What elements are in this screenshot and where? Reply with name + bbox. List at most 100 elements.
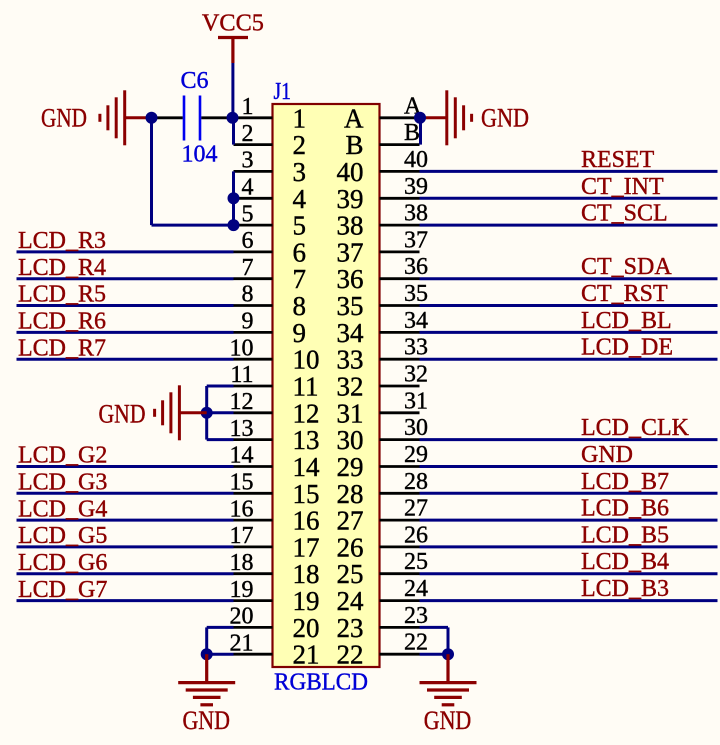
svg-text:9: 9 xyxy=(293,318,307,348)
svg-text:38: 38 xyxy=(404,201,428,227)
svg-text:39: 39 xyxy=(404,174,428,200)
svg-text:22: 22 xyxy=(337,640,364,670)
svg-text:LCD_B4: LCD_B4 xyxy=(581,549,669,575)
svg-text:2: 2 xyxy=(293,130,307,160)
svg-text:34: 34 xyxy=(404,308,428,334)
svg-text:37: 37 xyxy=(404,227,428,253)
svg-text:RGBLCD: RGBLCD xyxy=(274,669,368,696)
svg-text:5: 5 xyxy=(293,211,307,241)
svg-text:CT_SDA: CT_SDA xyxy=(581,254,672,280)
svg-text:16: 16 xyxy=(293,506,320,536)
svg-text:17: 17 xyxy=(230,523,254,549)
svg-text:34: 34 xyxy=(337,318,365,348)
svg-text:VCC5: VCC5 xyxy=(202,11,264,37)
svg-text:B: B xyxy=(404,120,420,146)
svg-text:J1: J1 xyxy=(274,79,292,105)
svg-text:104: 104 xyxy=(182,142,218,168)
svg-text:6: 6 xyxy=(242,228,254,254)
svg-text:32: 32 xyxy=(404,362,428,388)
svg-text:19: 19 xyxy=(230,577,254,603)
svg-text:CT_SCL: CT_SCL xyxy=(581,201,668,227)
svg-text:40: 40 xyxy=(337,157,364,187)
svg-text:23: 23 xyxy=(404,603,428,629)
svg-text:40: 40 xyxy=(404,147,428,173)
svg-text:LCD_G6: LCD_G6 xyxy=(18,550,107,576)
svg-text:LCD_CLK: LCD_CLK xyxy=(581,415,690,441)
svg-text:25: 25 xyxy=(404,549,428,575)
svg-text:21: 21 xyxy=(230,630,254,656)
svg-text:CT_RST: CT_RST xyxy=(581,281,668,307)
svg-text:CT_INT: CT_INT xyxy=(581,174,664,200)
svg-text:GND: GND xyxy=(424,706,472,735)
svg-text:15: 15 xyxy=(293,479,320,509)
svg-text:26: 26 xyxy=(337,532,364,562)
svg-text:8: 8 xyxy=(242,282,254,308)
svg-text:1: 1 xyxy=(242,94,254,120)
svg-text:25: 25 xyxy=(337,559,364,589)
svg-text:31: 31 xyxy=(404,388,428,414)
svg-text:30: 30 xyxy=(404,415,428,441)
svg-text:11: 11 xyxy=(293,372,319,402)
svg-text:LCD_R4: LCD_R4 xyxy=(18,255,106,281)
svg-text:27: 27 xyxy=(337,506,364,536)
svg-text:26: 26 xyxy=(404,522,428,548)
svg-text:16: 16 xyxy=(230,496,254,522)
svg-text:LCD_DE: LCD_DE xyxy=(581,335,673,361)
svg-text:GND: GND xyxy=(481,104,529,133)
svg-text:LCD_R7: LCD_R7 xyxy=(18,335,106,361)
svg-text:8: 8 xyxy=(293,291,307,321)
svg-text:9: 9 xyxy=(242,309,254,335)
svg-text:10: 10 xyxy=(230,335,254,361)
svg-text:28: 28 xyxy=(337,479,364,509)
svg-text:14: 14 xyxy=(293,452,321,482)
svg-text:37: 37 xyxy=(337,237,364,267)
svg-text:LCD_B5: LCD_B5 xyxy=(581,522,669,548)
svg-text:11: 11 xyxy=(230,362,253,388)
svg-text:RESET: RESET xyxy=(581,147,655,173)
svg-text:GND: GND xyxy=(182,706,230,735)
svg-text:1: 1 xyxy=(293,103,307,133)
svg-text:35: 35 xyxy=(404,281,428,307)
svg-text:LCD_B7: LCD_B7 xyxy=(581,469,669,495)
svg-text:29: 29 xyxy=(337,452,364,482)
svg-text:GND: GND xyxy=(99,400,146,429)
svg-text:6: 6 xyxy=(293,237,307,267)
svg-text:14: 14 xyxy=(230,443,254,469)
svg-text:28: 28 xyxy=(404,469,428,495)
svg-text:LCD_G5: LCD_G5 xyxy=(18,523,107,549)
svg-text:LCD_R6: LCD_R6 xyxy=(18,309,106,335)
svg-text:36: 36 xyxy=(337,264,364,294)
svg-text:27: 27 xyxy=(404,496,428,522)
svg-text:33: 33 xyxy=(404,335,428,361)
svg-text:LCD_R3: LCD_R3 xyxy=(18,228,106,254)
svg-text:18: 18 xyxy=(293,559,320,589)
svg-text:22: 22 xyxy=(404,630,428,656)
svg-text:12: 12 xyxy=(293,398,320,428)
svg-text:18: 18 xyxy=(230,550,254,576)
svg-text:15: 15 xyxy=(230,470,254,496)
svg-text:LCD_G4: LCD_G4 xyxy=(18,496,107,522)
svg-text:29: 29 xyxy=(404,442,428,468)
svg-text:24: 24 xyxy=(404,576,428,602)
svg-text:LCD_BL: LCD_BL xyxy=(581,308,672,334)
svg-text:23: 23 xyxy=(337,613,364,643)
svg-text:39: 39 xyxy=(337,184,364,214)
svg-text:13: 13 xyxy=(293,425,320,455)
svg-text:19: 19 xyxy=(293,586,320,616)
svg-text:2: 2 xyxy=(242,121,254,147)
svg-text:38: 38 xyxy=(337,211,364,241)
svg-text:13: 13 xyxy=(230,416,254,442)
svg-text:3: 3 xyxy=(242,148,254,174)
svg-text:24: 24 xyxy=(337,586,365,616)
svg-text:LCD_G7: LCD_G7 xyxy=(18,577,107,603)
svg-text:20: 20 xyxy=(230,604,254,630)
svg-text:10: 10 xyxy=(293,345,320,375)
svg-text:A: A xyxy=(344,103,364,133)
svg-text:LCD_B6: LCD_B6 xyxy=(581,496,669,522)
svg-text:21: 21 xyxy=(293,640,320,670)
svg-text:17: 17 xyxy=(293,532,320,562)
svg-text:7: 7 xyxy=(242,255,254,281)
svg-text:LCD_G3: LCD_G3 xyxy=(18,470,107,496)
svg-text:3: 3 xyxy=(293,157,307,187)
svg-text:33: 33 xyxy=(337,345,364,375)
